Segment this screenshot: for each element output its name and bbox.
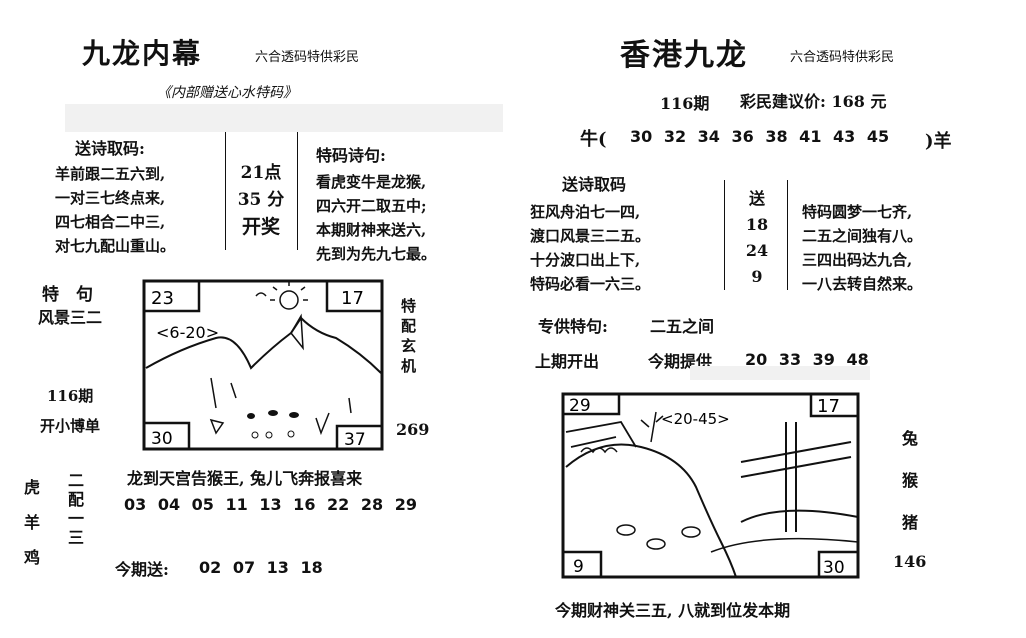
left-send-nums: 02 07 13 18: [199, 558, 323, 577]
left-zodiac-item: 羊: [24, 513, 41, 532]
left-poem-lines: 羊前跟二五六到, 一对三七终点来, 四七相合二中三, 对七九配山重山。: [55, 162, 175, 258]
right-special-text: 二五之间: [650, 317, 715, 336]
right-poem-line: 渡口风景三二五。: [530, 227, 651, 245]
left-pic-br: 37: [344, 430, 366, 450]
right-animals: 兔 猴 猪: [902, 418, 918, 544]
right-animal: 兔: [902, 429, 919, 448]
right-send-item: 24: [745, 241, 769, 260]
right-pic-tl: 29: [569, 396, 591, 416]
right-divider-2: [787, 180, 788, 290]
left-subtitle: 六合透码特供彩民: [255, 50, 360, 65]
left-teju-text: 风景三二: [38, 308, 103, 327]
left-side-num: 269: [396, 420, 430, 439]
left-banner-bar: [65, 104, 503, 132]
left-pic-tr: 17: [341, 288, 364, 309]
right-ox: 牛(: [580, 129, 607, 150]
right-last-label: 上期开出: [535, 352, 600, 371]
left-divider-1: [225, 132, 226, 250]
left-code-line: 四六开二取五中;: [316, 197, 427, 215]
right-send-item: 18: [745, 215, 769, 234]
right-code-line: 一八去转自然来。: [802, 275, 923, 293]
right-side-num: 146: [893, 552, 927, 571]
left-zodiac-item: 鸡: [24, 548, 41, 567]
right-sketch: 29 17 9 30 <20-45>: [561, 392, 860, 579]
left-title: 九龙内幕: [82, 37, 203, 70]
right-poem-header: 送诗取码: [562, 175, 627, 194]
left-code-lines: 看虎变牛是龙猴, 四六开二取五中; 本期财神来送六, 先到为先九七最。: [316, 170, 436, 266]
right-price: 彩民建议价: 168 元: [740, 92, 887, 111]
left-send-label: 今期送:: [115, 560, 169, 579]
right-goat: )羊: [925, 131, 952, 152]
left-poem-line: 羊前跟二五六到,: [55, 165, 166, 183]
left-kai: 开小博单: [40, 417, 101, 435]
left-banner: 《内部赠送心水特码》: [157, 85, 297, 101]
right-code-line: 特码圆梦一七齐,: [802, 203, 913, 221]
right-pic-br: 30: [823, 558, 845, 578]
left-zodiac-item: 虎: [24, 478, 41, 497]
right-poem-lines: 狂风舟泊七一四, 渡口风景三二五。 十分波口出上下, 特码必看一六三。: [530, 200, 650, 296]
left-issue: 116期: [47, 387, 94, 405]
right-poem-line: 十分波口出上下,: [530, 251, 641, 269]
right-send-col: 送 18 24 9: [733, 186, 781, 290]
right-animal: 猪: [902, 513, 919, 532]
left-sketch: 23 17 30 37 <6-20>: [142, 279, 384, 451]
right-issue: 116期: [660, 94, 710, 113]
left-pic-bl: 30: [151, 429, 173, 449]
left-poem-line: 一对三七终点来,: [55, 189, 166, 207]
right-animal: 猴: [902, 471, 919, 490]
left-teju-label: 特 句: [42, 285, 93, 305]
right-pic-tr: 17: [817, 396, 840, 417]
left-pair: 二配一三: [65, 472, 84, 548]
right-poem-line: 狂风舟泊七一四,: [530, 203, 641, 221]
left-code-header: 特码诗句:: [316, 146, 386, 165]
right-footer: 今期财神关三五, 八就到位发本期: [555, 601, 791, 620]
left-time-box: 21点 35 分 开奖: [231, 160, 291, 241]
right-code-lines: 特码圆梦一七齐, 二五之间独有八。 三四出码达九合, 一八去转自然来。: [802, 200, 922, 296]
left-slogan: 龙到天宫告猴王, 兔儿飞奔报喜来: [127, 469, 363, 488]
left-poem-line: 对七九配山重山。: [55, 237, 176, 255]
left-pic-range: <6-20>: [156, 323, 219, 342]
right-pic-bl: 9: [573, 557, 584, 577]
right-divider-1: [724, 180, 725, 290]
left-numbers: 03 04 05 11 13 16 22 28 29: [124, 495, 417, 514]
right-code-line: 二五之间独有八。: [802, 227, 923, 245]
right-send-item: 送: [748, 189, 765, 208]
right-title: 香港九龙: [620, 38, 748, 73]
left-code-line: 本期财神来送六,: [316, 221, 427, 239]
left-zodiac: 虎 羊 鸡: [24, 470, 40, 575]
right-ox-nums: 30 32 34 36 38 41 43 45: [630, 127, 890, 146]
left-time-hour: 21点: [240, 163, 282, 183]
left-side-text: 特配玄机: [399, 298, 417, 378]
right-send-item: 9: [751, 267, 763, 286]
left-divider-2: [297, 132, 298, 250]
left-time-min: 35 分: [237, 190, 285, 210]
right-code-line: 三四出码达九合,: [802, 251, 913, 269]
right-poem-line: 特码必看一六三。: [530, 275, 651, 293]
right-special-label: 专供特句:: [538, 317, 608, 336]
right-pic-range: <20-45>: [661, 410, 730, 428]
right-subtitle: 六合透码特供彩民: [790, 50, 895, 65]
left-poem-line: 四七相合二中三,: [55, 213, 166, 231]
left-time-open: 开奖: [241, 216, 280, 238]
right-provide-nums: 20 33 39 48: [745, 350, 869, 369]
right-provide-bar: [690, 366, 870, 380]
left-code-line: 先到为先九七最。: [316, 245, 437, 263]
left-code-line: 看虎变牛是龙猴,: [316, 173, 427, 191]
left-poem-header: 送诗取码:: [75, 139, 145, 158]
left-pic-tl: 23: [151, 288, 174, 309]
